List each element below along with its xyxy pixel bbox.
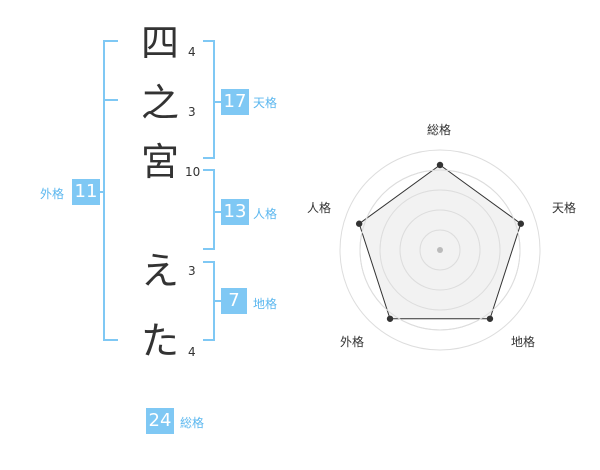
name-char-3: 宮 bbox=[140, 140, 179, 184]
radar-center-point bbox=[437, 247, 443, 253]
radar-point-5 bbox=[355, 220, 363, 227]
soukaku-value: 24 bbox=[146, 408, 174, 434]
tenkaku-bracket bbox=[203, 40, 222, 159]
tenkaku-label: 天格 bbox=[253, 96, 278, 110]
radar-inner-ring-3 bbox=[379, 189, 501, 311]
soukaku-label: 総格 bbox=[180, 416, 205, 430]
name-char-1: 四 bbox=[140, 21, 179, 65]
stroke-count-4: 3 bbox=[188, 264, 196, 278]
radar-inner-ring-2 bbox=[399, 209, 481, 291]
tenkaku-value: 17 bbox=[221, 89, 249, 115]
radar-point-1 bbox=[436, 161, 444, 169]
radar-label-jinkaku: 人格 bbox=[307, 201, 332, 215]
stroke-count-2: 3 bbox=[188, 105, 196, 119]
radar-label-tenkaku: 天格 bbox=[552, 201, 577, 215]
chikaku-label: 地格 bbox=[253, 297, 278, 311]
gaikaku-label: 外格 bbox=[40, 187, 65, 201]
radar-point-2 bbox=[517, 220, 525, 227]
radar-label-soukaku: 総格 bbox=[427, 123, 452, 137]
jinkaku-bracket bbox=[203, 169, 222, 250]
gaikaku-value: 11 bbox=[72, 179, 100, 205]
chikaku-bracket bbox=[203, 261, 222, 341]
stroke-count-1: 4 bbox=[188, 45, 196, 59]
radar-label-gaikaku: 外格 bbox=[340, 335, 365, 349]
stroke-count-3: 10 bbox=[185, 165, 201, 179]
name-char-5: た bbox=[140, 319, 179, 363]
radar-point-3 bbox=[486, 315, 494, 322]
radar-inner-ring-4 bbox=[359, 169, 521, 331]
jinkaku-label: 人格 bbox=[253, 207, 278, 221]
radar-polygon bbox=[358, 164, 522, 320]
radar-chart bbox=[339, 149, 541, 351]
radar-point-4 bbox=[386, 315, 394, 322]
radar-label-chikaku: 地格 bbox=[511, 335, 536, 349]
jinkaku-value: 13 bbox=[221, 199, 249, 225]
stroke-count-5: 4 bbox=[188, 345, 196, 359]
name-char-2: 之 bbox=[140, 81, 179, 125]
radar-inner-ring-1 bbox=[419, 229, 461, 271]
chikaku-value: 7 bbox=[221, 288, 247, 314]
name-char-4: え bbox=[140, 249, 179, 293]
